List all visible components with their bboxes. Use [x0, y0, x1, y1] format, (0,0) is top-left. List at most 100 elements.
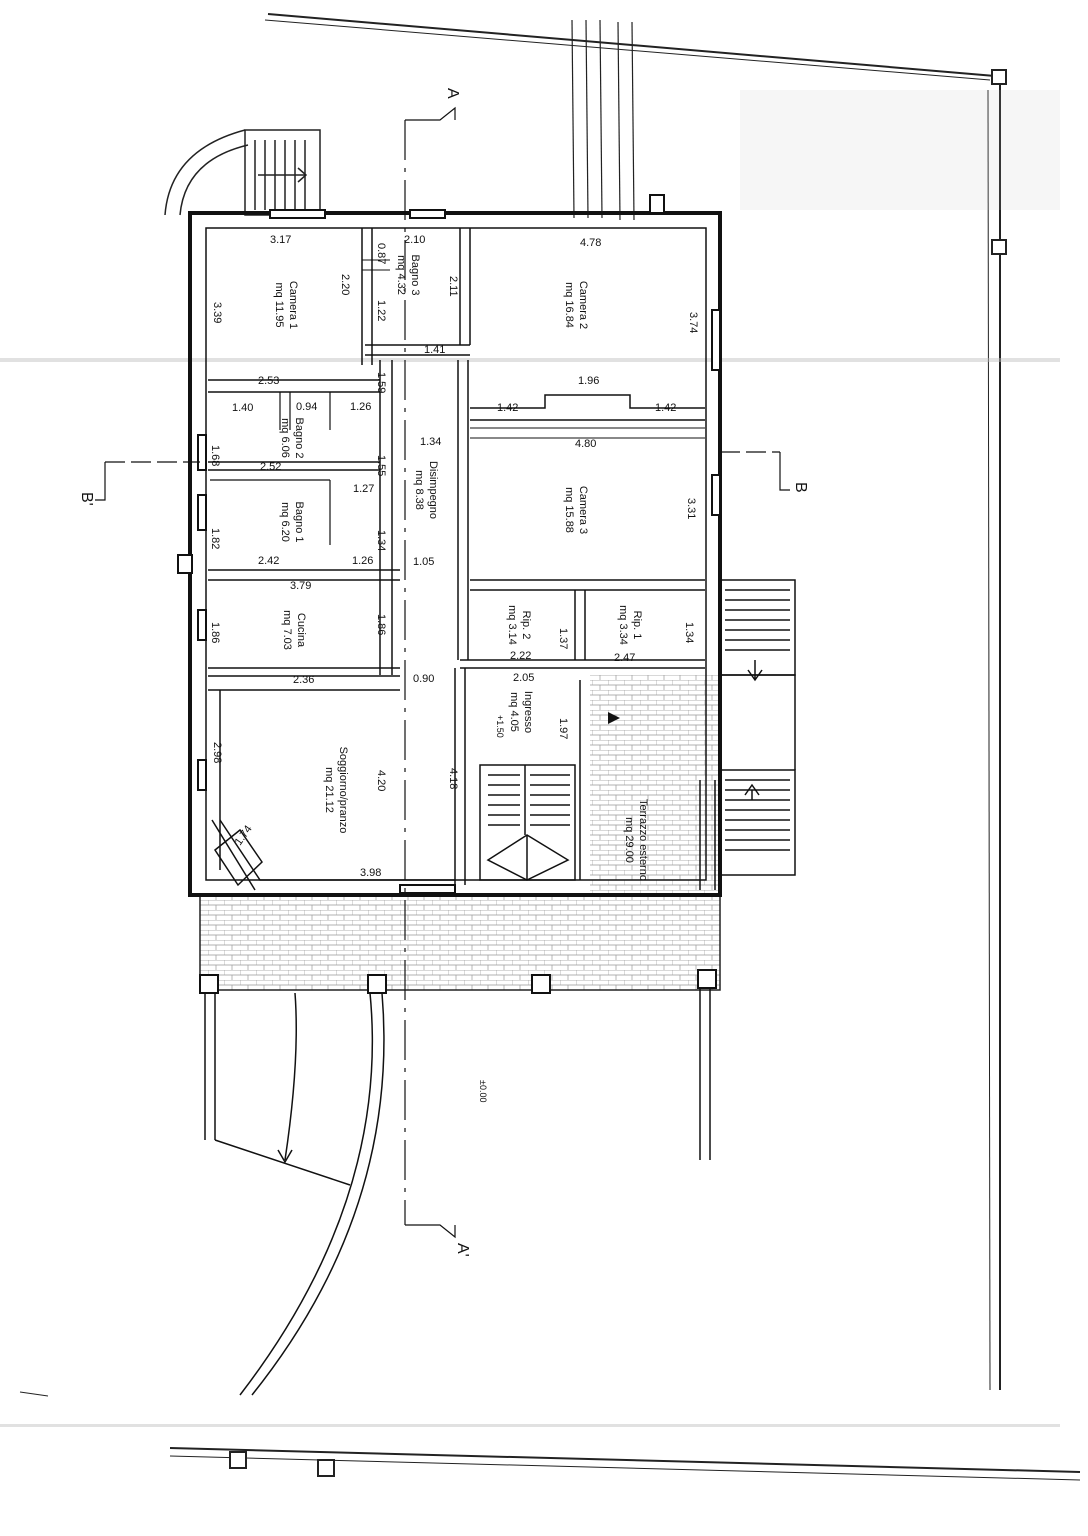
- room-area: mq 7.03: [281, 610, 293, 650]
- room-name: Rip. 1: [631, 611, 643, 640]
- room-bagno-3: Bagno 3mq 4.32: [395, 255, 421, 296]
- dimension: 1.22: [375, 300, 387, 321]
- dimension: 4.18: [447, 768, 459, 789]
- section-lines: [95, 106, 790, 1239]
- dimension: 1.34: [683, 622, 695, 643]
- room-area: mq 3.14: [506, 605, 518, 645]
- room-rip-1: Rip. 1mq 3.34: [617, 605, 643, 645]
- dimension: 2.52: [260, 461, 281, 473]
- entrance-arrow-icon: [608, 712, 620, 724]
- dimension: 4.80: [575, 438, 596, 450]
- dimension-labels: 3.17 2.10 4.78 0.87 2.20 2.11 3.39 1.22 …: [209, 234, 699, 879]
- windows: [197, 209, 721, 894]
- room-name: Ingresso: [522, 691, 534, 733]
- dimension: 3.98: [360, 867, 381, 879]
- driveway-lines: [571, 19, 635, 221]
- dimension: 2.11: [447, 276, 459, 297]
- room-name: Soggiorno/pranzo: [337, 747, 349, 834]
- fence-lines: [204, 988, 711, 1396]
- property-boundary: [19, 13, 1081, 1481]
- top-stair: [164, 129, 321, 216]
- room-name: Camera 2: [577, 281, 589, 329]
- level-entrance: +1.50: [495, 715, 505, 738]
- room-area: mq 6.06: [279, 418, 291, 458]
- dimension: 3.17: [270, 234, 291, 246]
- room-area: mq 4.05: [508, 692, 520, 732]
- room-name: Disimpegno: [427, 461, 439, 519]
- room-name: Cucina: [295, 613, 307, 648]
- dimension: 1.40: [232, 402, 253, 414]
- room-area: mq 16.84: [563, 282, 575, 328]
- room-area: mq 4.32: [395, 255, 407, 295]
- front-terrace-paving: [199, 894, 721, 991]
- room-camera-3: Camera 3mq 15.88: [563, 486, 589, 534]
- dimension: 1.86: [209, 622, 221, 643]
- room-bagno-2: Bagno 2mq 6.06: [279, 418, 305, 459]
- dimension: 2.05: [513, 672, 534, 684]
- interior-stair: [479, 764, 576, 881]
- dimension: 1.05: [413, 556, 434, 568]
- dimension: 1.55: [375, 455, 387, 476]
- dimension: 1.97: [557, 718, 569, 739]
- dimension: 4.78: [580, 237, 601, 249]
- side-terrace-paving: [590, 675, 720, 895]
- room-area: mq 6.20: [279, 502, 291, 542]
- room-area: mq 8.38: [413, 470, 425, 510]
- dimension: 1.82: [209, 528, 221, 549]
- room-camera-1: Camera 1mq 11.95: [273, 281, 299, 329]
- dimension: 1.27: [353, 483, 374, 495]
- room-area: mq 3.34: [617, 605, 629, 645]
- room-rip-2: Rip. 2mq 3.14: [506, 605, 532, 645]
- room-labels: Camera 1mq 11.95 Bagno 3mq 4.32 Camera 2…: [273, 255, 649, 881]
- dimension: 1.26: [352, 555, 373, 567]
- dimension: 2.53: [258, 375, 279, 387]
- dimension: 2.98: [211, 742, 223, 763]
- dimension: 2.47: [614, 652, 635, 664]
- room-area: mq 11.95: [273, 282, 285, 327]
- posts: [177, 194, 717, 994]
- dimension: 1.42: [655, 402, 676, 414]
- dimension: 2.36: [293, 674, 314, 686]
- room-name: Bagno 2: [293, 418, 305, 459]
- dimension: 1.86: [375, 614, 387, 635]
- dimension: 1.59: [375, 372, 387, 393]
- dimension: 1.34: [375, 530, 387, 551]
- dimension: 2.42: [258, 555, 279, 567]
- section-a-label: A: [444, 88, 461, 99]
- dimension: 3.39: [211, 302, 223, 323]
- room-bagno-1: Bagno 1mq 6.20: [279, 502, 305, 543]
- dimension: 0.90: [413, 673, 434, 685]
- room-area: mq 21.12: [323, 767, 335, 813]
- room-name: Bagno 1: [293, 502, 305, 543]
- dimension: 1.37: [557, 628, 569, 649]
- level-ground: ±0.00: [478, 1080, 488, 1102]
- dimension: 2.10: [404, 234, 425, 246]
- dimension: 4.20: [375, 770, 387, 791]
- section-b-label: B: [792, 482, 809, 493]
- level-marks: +1.50 ±0.00: [478, 712, 620, 1102]
- house-walls: [188, 211, 722, 897]
- dimension: 1.74: [233, 823, 255, 847]
- external-stairs: [699, 579, 796, 890]
- dimension: 1.41: [424, 344, 445, 356]
- dimension: 2.22: [510, 650, 531, 662]
- dimension: 1.68: [209, 445, 221, 466]
- room-name: Terrazzo esterno: [637, 799, 649, 881]
- room-name: Camera 3: [577, 486, 589, 534]
- dimension: 1.34: [420, 436, 441, 448]
- room-area: mq 15.88: [563, 487, 575, 533]
- room-name: Bagno 3: [409, 255, 421, 296]
- section-markers: A A' B' B: [78, 88, 809, 1257]
- dimension: 0.94: [296, 401, 317, 413]
- dimension: 3.79: [290, 580, 311, 592]
- room-camera-2: Camera 2mq 16.84: [563, 281, 589, 329]
- dimension: 1.96: [578, 375, 599, 387]
- dimension: 1.42: [497, 402, 518, 414]
- scan-noise: [0, 90, 1060, 1427]
